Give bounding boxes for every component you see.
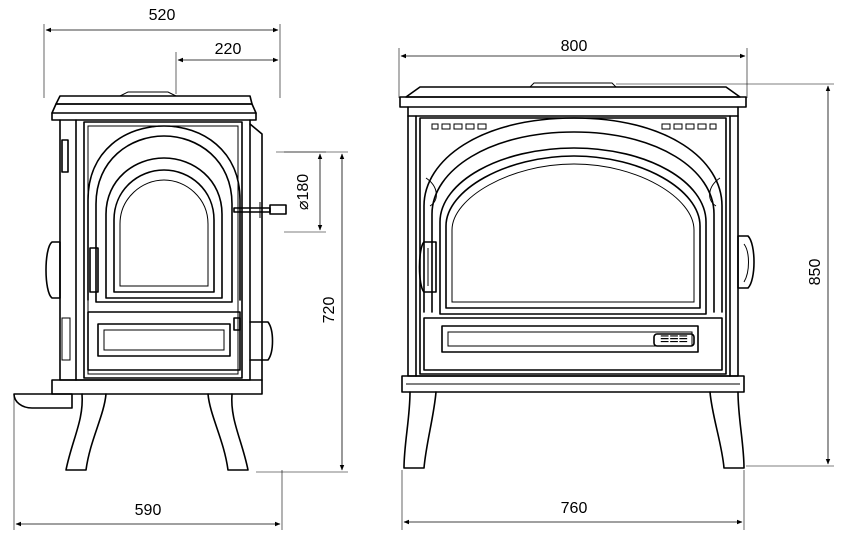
dim-180-label: ⌀180 [295, 174, 312, 210]
dim-590: 590 [13, 396, 283, 530]
svg-text:≡≡≡: ≡≡≡ [660, 331, 688, 348]
dim-590-label: 590 [135, 502, 162, 519]
dim-720: 720 [256, 151, 348, 473]
side-hinges [45, 139, 274, 361]
front-side-knob [737, 235, 755, 289]
dim-800: 800 [398, 38, 748, 98]
side-base [13, 379, 263, 409]
dim-180: ⌀180 [284, 151, 326, 233]
side-top-plate [51, 91, 257, 121]
front-view: ≡≡≡ [399, 82, 755, 469]
dim-520-label: 520 [149, 7, 176, 24]
side-view [13, 91, 287, 471]
vent-slots [431, 123, 717, 130]
dim-850: 850 [616, 83, 834, 467]
side-legs [65, 393, 249, 471]
front-top-plate [399, 82, 747, 117]
dim-520: 520 [43, 7, 281, 98]
dim-220: 220 [175, 41, 279, 94]
side-ash-panel [87, 311, 241, 371]
front-legs [403, 391, 745, 469]
side-door [87, 125, 287, 303]
dim-760: 760 [401, 470, 745, 530]
front-ash-panel: ≡≡≡ [423, 317, 723, 371]
dim-720-label: 720 [321, 297, 338, 324]
front-body [407, 115, 739, 377]
dim-760-label: 760 [561, 500, 588, 517]
dim-800-label: 800 [561, 38, 588, 55]
front-base [401, 375, 745, 393]
dim-220-label: 220 [215, 41, 242, 58]
front-door [418, 117, 723, 315]
dim-850-label: 850 [807, 259, 824, 286]
